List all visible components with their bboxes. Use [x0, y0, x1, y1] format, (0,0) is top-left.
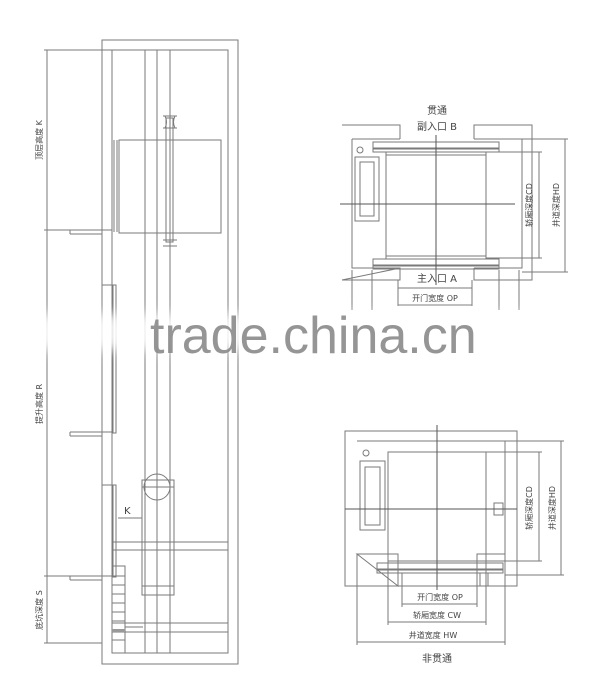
plan-view-non-through: 轿厢深度CD 井道深度HD 开门宽度 OP 轿厢宽度 CW 井道宽度 HW 非贯… — [344, 425, 564, 665]
watermark-band — [0, 314, 600, 350]
watermark: trade.china.cn — [150, 307, 477, 365]
door-width-label: 开门宽度 OP — [417, 592, 463, 602]
buffer-clearance-mark: K — [118, 506, 142, 519]
counterweight-plan — [359, 460, 386, 531]
non-through-title: 非贯通 — [422, 653, 452, 665]
shaft-outer-wall — [101, 39, 239, 665]
pit-depth-label: 底坑深度 S — [34, 590, 44, 630]
shaft-width-label: 井道宽度 HW — [409, 630, 458, 640]
through-title: 贯通 — [427, 105, 447, 117]
counterweight-plan — [354, 156, 380, 222]
top-height-label: 顶层高度 K — [34, 119, 44, 160]
through-shaft-depth-label: 井道深度HD — [551, 183, 561, 227]
shaft-depth-label: 井道深度HD — [547, 486, 557, 530]
elevation-view: K 顶层高度 K 提升高度 R 底坑深度 S — [34, 39, 239, 665]
buffer-clearance-label: K — [124, 506, 131, 517]
through-door-width-label: 开门宽度 OP — [412, 293, 458, 303]
car-width-label: 轿厢宽度 CW — [413, 610, 461, 620]
rear-entrance-label: 副入口 B — [417, 121, 457, 133]
plan-view-through: 贯通 副入口 B 轿厢深度CD 井道深度HD 主入口 A — [340, 105, 568, 310]
main-entrance-label: 主入口 A — [417, 273, 457, 285]
floor-landings — [69, 229, 117, 581]
elevator-car — [113, 115, 222, 247]
pit — [111, 541, 228, 654]
travel-height-label: 提升高度 R — [34, 384, 44, 425]
through-car-depth-label: 轿厢深度CD — [524, 183, 534, 227]
counterweight — [141, 473, 175, 596]
car-depth-label: 轿厢深度CD — [524, 486, 534, 530]
